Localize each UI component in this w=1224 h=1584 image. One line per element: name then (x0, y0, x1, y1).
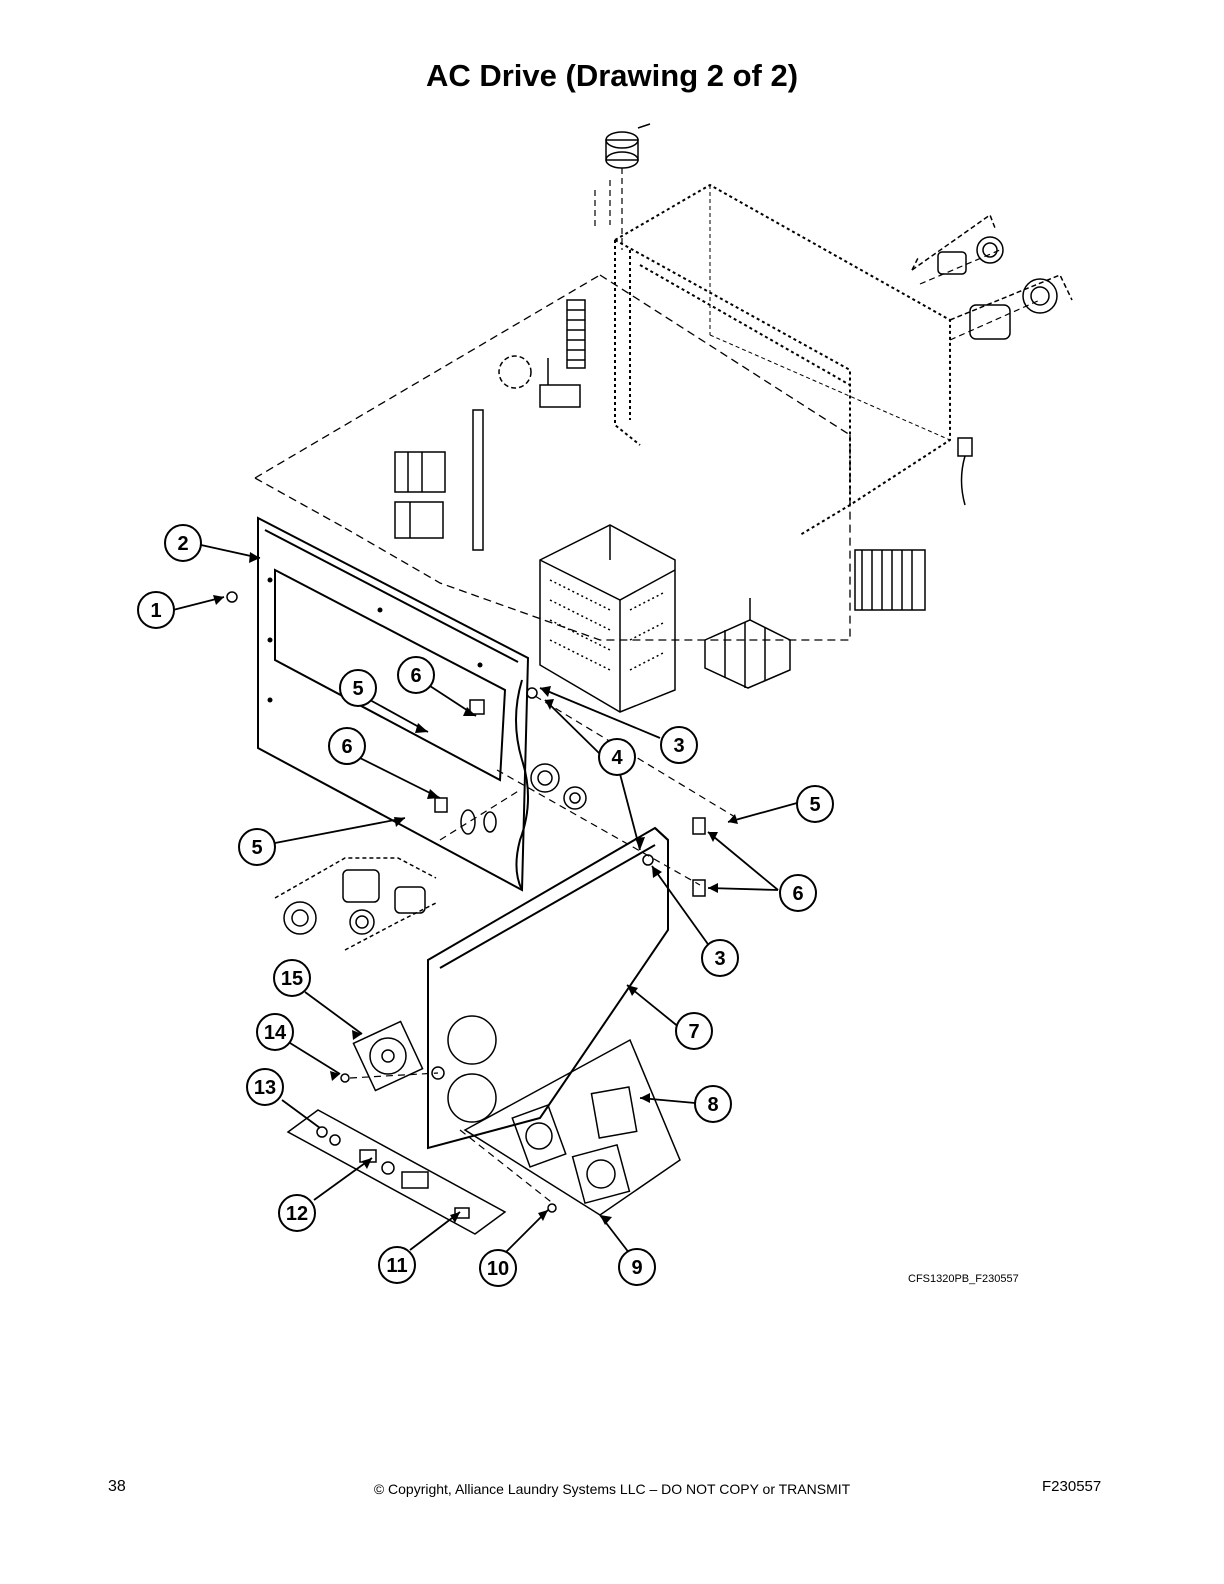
callout-1: 1 (137, 591, 175, 629)
bracket-6-upper (469, 699, 485, 715)
nut-3-lower (642, 854, 654, 866)
svg-text:11: 11 (386, 1255, 407, 1277)
callout-15: 15 (273, 959, 311, 997)
bracket-6-right-lower (692, 879, 706, 897)
top-fan-knob (605, 123, 651, 169)
svg-text:4: 4 (611, 747, 623, 769)
callout-10: 10 (479, 1249, 517, 1287)
svg-text:12: 12 (286, 1203, 308, 1225)
ac-drive-unit (539, 524, 676, 713)
bracket-6-right-upper (692, 817, 706, 835)
svg-text:6: 6 (792, 883, 803, 905)
panel-screw-1 (226, 591, 238, 603)
svg-text:6: 6 (410, 665, 421, 687)
document-number: F230557 (1042, 1478, 1102, 1495)
screw-10 (547, 1203, 557, 1213)
svg-text:8: 8 (707, 1094, 718, 1116)
terminal-strip (566, 299, 586, 369)
leader-lines (172, 544, 798, 1259)
cable-connector (957, 437, 973, 506)
panel-holes (460, 809, 497, 835)
cable-gland-group-lower-left (274, 857, 439, 951)
page-title: AC Drive (Drawing 2 of 2) (425, 58, 799, 93)
copyright-notice: © Copyright, Alliance Laundry Systems LL… (373, 1481, 851, 1497)
callout-3-upper: 3 (660, 726, 698, 764)
callout-13: 13 (246, 1068, 284, 1106)
ground-stud-kit (286, 1109, 507, 1235)
brake-resistor (854, 549, 926, 611)
terminal-block (704, 598, 791, 689)
callout-6-mid: 6 (328, 727, 366, 765)
callout-8: 8 (694, 1085, 732, 1123)
bracket-6-mid (434, 797, 448, 813)
callout-5-lower: 5 (238, 828, 276, 866)
page-number: 38 (108, 1478, 126, 1495)
cable-gland-group-upper-right (911, 213, 1004, 275)
callout-6-upper: 6 (397, 656, 435, 694)
fan-grill-kit (463, 1038, 681, 1216)
gland-nut-lower (563, 786, 587, 810)
cooling-fan (352, 1020, 424, 1092)
svg-text:13: 13 (254, 1077, 276, 1099)
svg-text:7: 7 (688, 1021, 699, 1043)
callout-12: 12 (278, 1194, 316, 1232)
svg-text:3: 3 (673, 735, 684, 757)
callout-7: 7 (675, 1012, 713, 1050)
nut-3-upper (526, 687, 538, 699)
callout-2: 2 (164, 524, 202, 562)
svg-text:5: 5 (251, 837, 262, 859)
front-cover-panel (427, 826, 669, 1150)
svg-text:6: 6 (341, 736, 352, 758)
contactor-lower (394, 501, 444, 539)
svg-text:15: 15 (281, 968, 303, 990)
svg-text:5: 5 (809, 794, 820, 816)
din-rail (472, 409, 484, 551)
svg-text:2: 2 (177, 533, 188, 555)
callout-5-right: 5 (796, 785, 834, 823)
callout-4: 4 (598, 738, 636, 776)
svg-text:9: 9 (631, 1257, 642, 1279)
front-cover-holes (431, 1015, 497, 1123)
callout-11: 11 (378, 1246, 416, 1284)
mounting-panel-outline (254, 274, 851, 641)
svg-text:3: 3 (714, 948, 725, 970)
callout-5-upper: 5 (339, 669, 377, 707)
figure-code: CFS1320PB_F230557 (908, 1273, 1019, 1285)
gland-nut-upper (530, 763, 560, 793)
callout-14: 14 (256, 1013, 294, 1051)
washer-14 (340, 1073, 350, 1083)
back-panel (257, 516, 530, 892)
callout-3-lower: 3 (701, 939, 739, 977)
relay-switch (498, 355, 581, 408)
svg-text:14: 14 (264, 1022, 287, 1044)
callout-6-right: 6 (779, 874, 817, 912)
svg-text:1: 1 (150, 600, 161, 622)
callout-9: 9 (618, 1248, 656, 1286)
cable-gland-group-right (949, 274, 1073, 340)
drive-enclosure-box (614, 183, 951, 536)
contactor-upper (394, 451, 446, 493)
svg-text:5: 5 (352, 678, 363, 700)
svg-text:10: 10 (487, 1258, 509, 1280)
